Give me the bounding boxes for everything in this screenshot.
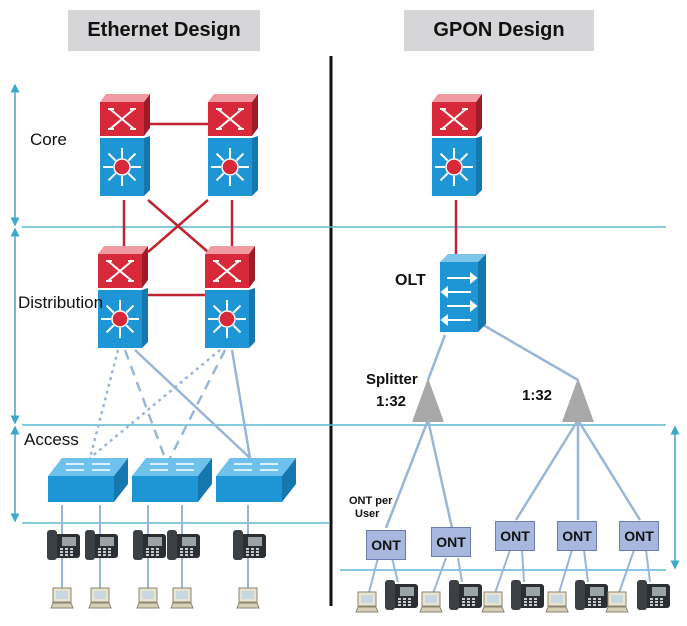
ethernet-phone-2	[85, 530, 118, 560]
gpon-core-switch	[432, 94, 482, 196]
gpon-pc-1	[355, 591, 379, 613]
gpon-pc-2	[419, 591, 443, 613]
distribution-switch-1	[98, 246, 148, 348]
olt-device	[440, 254, 486, 332]
tier-label-distribution: Distribution	[18, 293, 104, 312]
ont-box-3: ONT	[495, 521, 535, 551]
distribution-access-links	[88, 349, 252, 459]
gpon-pc-5	[605, 591, 629, 613]
splitter-ratio-label: 1:32	[376, 393, 407, 410]
gpon-pc-3	[481, 591, 505, 613]
ont-box-4: ONT	[557, 521, 597, 551]
ont-box-2: ONT	[431, 527, 471, 557]
ethernet-phone-3	[133, 530, 166, 560]
ethernet-phone-1	[47, 530, 80, 560]
gpon-phone-4	[575, 580, 608, 610]
gpon-phone-2	[449, 580, 482, 610]
header-gpon-design: GPON Design	[404, 10, 594, 51]
access-switch-1	[48, 458, 128, 502]
ethernet-phone-5	[233, 530, 266, 560]
ethernet-pc-1	[50, 587, 74, 609]
access-switch-3	[216, 458, 296, 502]
ethernet-pc-2	[88, 587, 112, 609]
ont-per-user-label: ONT per	[349, 495, 393, 507]
tier-label-access: Access	[24, 430, 79, 449]
ethernet-pc-3	[136, 587, 160, 609]
access-switch-2	[132, 458, 212, 502]
header-ethernet-design: Ethernet Design	[68, 10, 260, 51]
splitter-2	[562, 378, 594, 422]
ont-box-5: ONT	[619, 521, 659, 551]
gpon-phone-1	[385, 580, 418, 610]
olt-label: OLT	[395, 272, 426, 289]
ont-box-1: ONT	[366, 530, 406, 560]
splitter-1	[412, 378, 444, 422]
core-switch-1	[100, 94, 150, 196]
splitter-label: Splitter	[366, 371, 418, 388]
tier-label-core: Core	[30, 130, 67, 149]
ethernet-pc-5	[236, 587, 260, 609]
gpon-links	[367, 200, 651, 597]
gpon-pc-4	[545, 591, 569, 613]
ethernet-pc-4	[170, 587, 194, 609]
core-links	[122, 122, 234, 297]
ethernet-phone-4	[167, 530, 200, 560]
distribution-switch-2	[205, 246, 255, 348]
gpon-phone-3	[511, 580, 544, 610]
ont-per-user-label-line2: User	[355, 508, 380, 520]
splitter2-ratio-label: 1:32	[522, 387, 553, 404]
gpon-phone-5	[637, 580, 670, 610]
core-switch-2	[208, 94, 258, 196]
